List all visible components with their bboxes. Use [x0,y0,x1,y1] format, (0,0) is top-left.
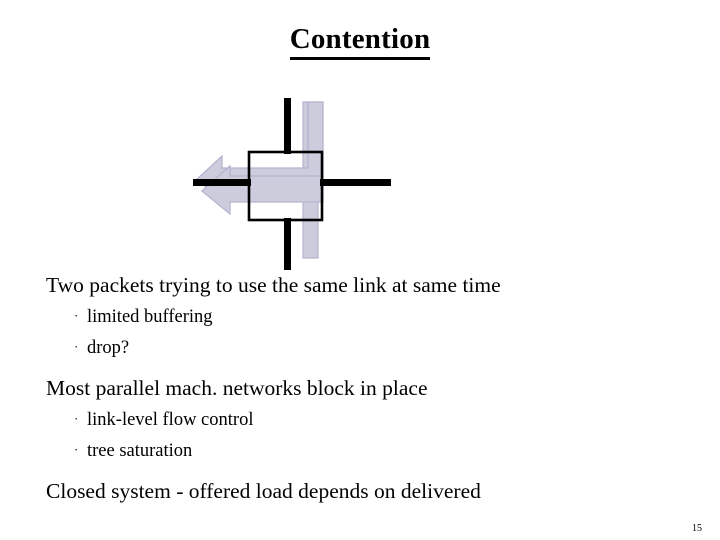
body-line-text: drop? [87,338,130,358]
body-bullet-item: · drop? [74,332,686,363]
body-heading-line: Most parallel mach. networks block in pl… [46,373,686,404]
body-bullet-item: · limited buffering [74,301,686,332]
body-line-text: Most parallel mach. networks block in pl… [46,376,428,400]
body-line-text: tree saturation [87,441,193,461]
body-bullet-item: · link-level flow control [74,404,686,435]
body-bullet-item: · tree saturation [74,435,686,466]
link-north [284,98,291,154]
body-line-text: limited buffering [87,307,213,327]
page-number: 15 [692,523,702,534]
bullet-icon: · [74,442,79,457]
body-line-text: link-level flow control [87,410,254,430]
link-west [193,179,251,186]
packet-straight-arrow-shape [201,164,324,216]
page-title-text: Contention [289,23,431,60]
body-line-text: Closed system - offered load depends on … [46,479,481,503]
body-heading-line: Closed system - offered load depends on … [46,476,686,507]
body-heading-line: Two packets trying to use the same link … [46,270,686,301]
contention-router-diagram [180,90,410,270]
page-title: Contention [0,23,720,60]
bullet-icon: · [74,411,79,426]
link-south [284,218,291,270]
link-east [320,179,391,186]
body-line-text: Two packets trying to use the same link … [46,273,501,297]
bullet-icon: · [74,308,79,323]
slide-body: Two packets trying to use the same link … [46,270,686,507]
packet-flow-straight-arrow [201,164,324,216]
bullet-icon: · [74,339,79,354]
